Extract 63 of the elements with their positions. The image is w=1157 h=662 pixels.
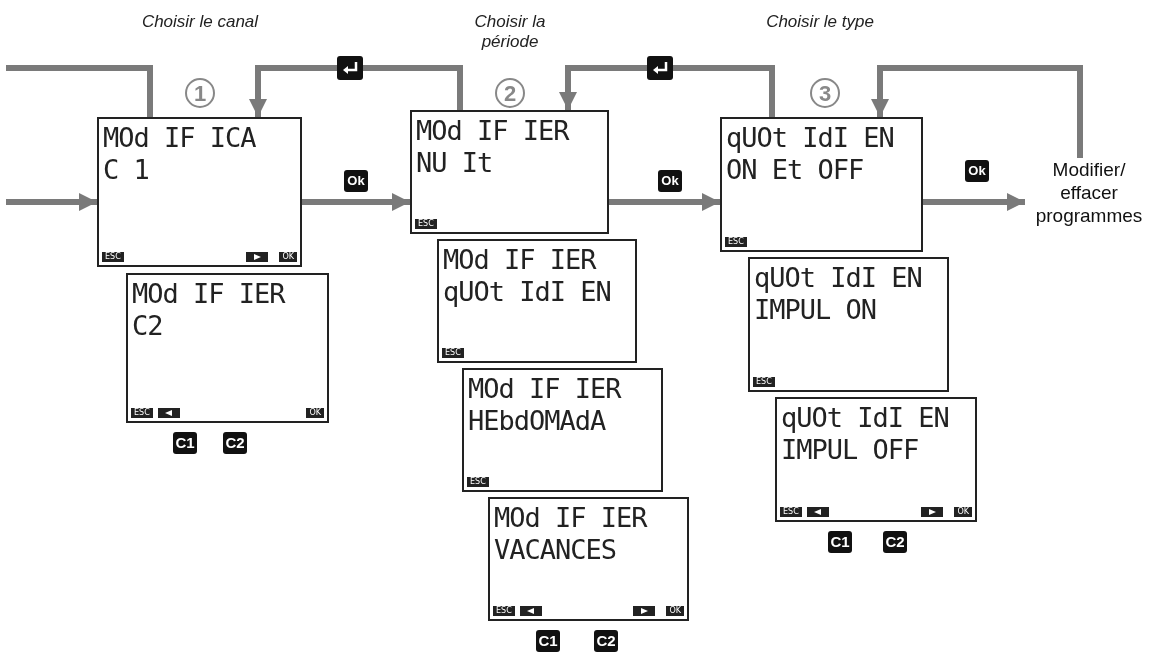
display-text: C 1 bbox=[103, 155, 149, 185]
softkey: ESC bbox=[102, 252, 124, 262]
softkey: ESC bbox=[131, 408, 153, 418]
softkey: ESC bbox=[753, 377, 775, 387]
arrow bbox=[249, 65, 463, 117]
display-text: MOd IF IER bbox=[132, 279, 285, 309]
lcd-screen bbox=[775, 397, 977, 522]
softkey: ESC bbox=[725, 237, 747, 247]
lcd-screen bbox=[748, 257, 949, 392]
step-caption: Choisir la période bbox=[473, 12, 547, 52]
arrow bbox=[6, 193, 97, 211]
display-text: IMPUL ON bbox=[754, 295, 877, 325]
step-caption: Choisir le canal bbox=[140, 12, 260, 32]
display-text: MOd IF IER bbox=[416, 116, 569, 146]
step-number: 2 bbox=[495, 78, 525, 108]
arrow bbox=[302, 193, 410, 211]
arrow bbox=[923, 193, 1025, 211]
softkey: ESC bbox=[415, 219, 437, 229]
step-number: 3 bbox=[810, 78, 840, 108]
lcd-screen bbox=[488, 497, 689, 621]
channel-tag: C2 bbox=[223, 432, 247, 454]
softkey: OK bbox=[954, 507, 972, 517]
display-text: HEbdOMAdA bbox=[468, 406, 606, 436]
softkey: ESC bbox=[467, 477, 489, 487]
display-text: qUOt IdI EN bbox=[754, 263, 922, 293]
softkey: ESC bbox=[780, 507, 802, 517]
edge-label: Ok bbox=[965, 160, 989, 182]
display-text: C2 bbox=[132, 311, 163, 341]
softkey: ESC bbox=[493, 606, 515, 616]
channel-tag: C2 bbox=[883, 531, 907, 553]
softkey: OK bbox=[306, 408, 324, 418]
step-text: Modifier/ effacer programmes bbox=[1025, 158, 1153, 230]
lcd-screen bbox=[462, 368, 663, 492]
display-text: NU It bbox=[416, 148, 493, 178]
display-text: ON Et OFF bbox=[726, 155, 864, 185]
lcd-screen bbox=[126, 273, 329, 423]
display-text: MOd IF IER bbox=[494, 503, 647, 533]
arrow bbox=[609, 193, 720, 211]
softkey: OK bbox=[279, 252, 297, 262]
lcd-screen bbox=[720, 117, 923, 252]
channel-tag: C2 bbox=[594, 630, 618, 652]
display-text: qUOt IdI EN bbox=[443, 277, 611, 307]
channel-tag: C1 bbox=[828, 531, 852, 553]
step-number: 1 bbox=[185, 78, 215, 108]
edge-label: Ok bbox=[658, 170, 682, 192]
softkey: ESC bbox=[442, 348, 464, 358]
arrow bbox=[871, 65, 1083, 158]
display-text: MOd IF IER bbox=[443, 245, 596, 275]
lcd-screen bbox=[437, 239, 637, 363]
step-caption: Choisir le type bbox=[765, 12, 875, 32]
channel-tag: C1 bbox=[536, 630, 560, 652]
lcd-screen bbox=[410, 110, 609, 234]
channel-tag: C1 bbox=[173, 432, 197, 454]
display-text: qUOt IdI EN bbox=[726, 123, 894, 153]
softkey: OK bbox=[666, 606, 684, 616]
edge-label: Ok bbox=[344, 170, 368, 192]
display-text: MOd IF ICA bbox=[103, 123, 256, 153]
lcd-screen bbox=[97, 117, 302, 267]
display-text: qUOt IdI EN bbox=[781, 403, 949, 433]
display-text: VACANCES bbox=[494, 535, 617, 565]
display-text: IMPUL OFF bbox=[781, 435, 919, 465]
display-text: MOd IF IER bbox=[468, 374, 621, 404]
arrow bbox=[559, 65, 775, 117]
